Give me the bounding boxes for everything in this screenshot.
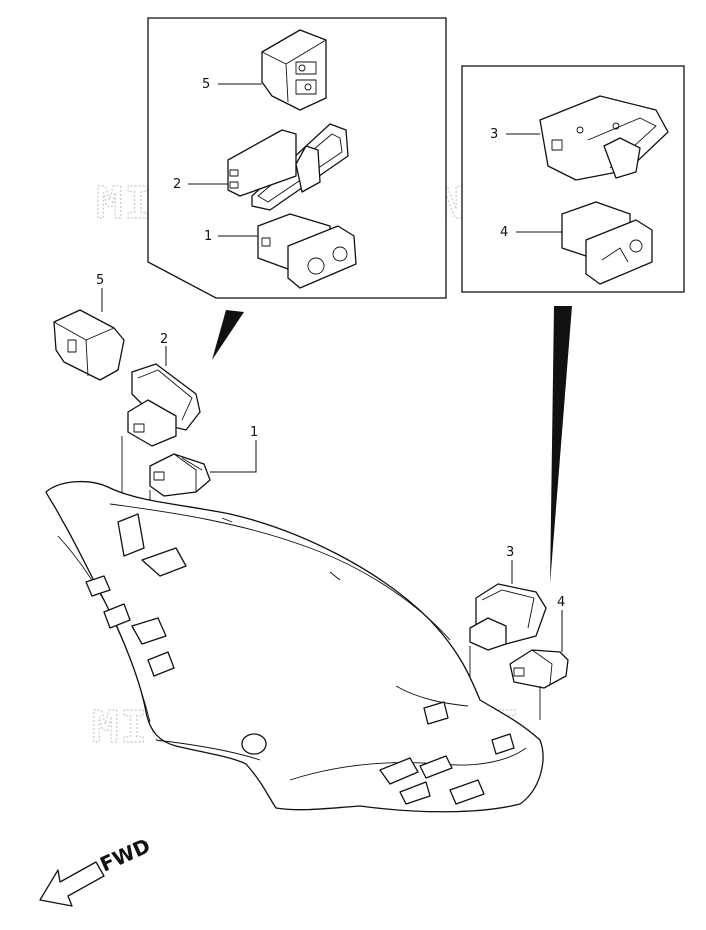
switch-part-2-detail: 2 (173, 123, 349, 211)
fwd-label: FWD (96, 833, 154, 876)
callout-3: 3 (490, 127, 498, 142)
callout-1: 1 (204, 229, 212, 244)
detail-box-left: 5 2 1 (147, 17, 447, 360)
switch-part-3-detail: 3 (490, 95, 669, 181)
switch-part-1-detail: 1 (204, 213, 357, 289)
arrow-left-down-icon (39, 861, 105, 907)
switch-part-5-detail: 5 (202, 29, 327, 111)
handlebar-cover (45, 480, 544, 813)
pointer-right (550, 306, 572, 584)
callout-main-1: 1 (250, 425, 258, 440)
callout-main-2: 2 (160, 332, 168, 347)
callout-main-3: 3 (506, 545, 514, 560)
callout-main-5: 5 (96, 273, 104, 288)
callout-main-4: 4 (557, 595, 565, 610)
callout-2: 2 (173, 177, 181, 192)
exploded-switches-right: 3 4 (469, 545, 569, 720)
switch-part-4-detail: 4 (500, 201, 653, 285)
detail-box-right: 3 4 (461, 65, 685, 584)
exploded-switches-left: 5 2 1 (53, 273, 258, 506)
callout-5: 5 (202, 77, 210, 92)
pointer-left (212, 310, 244, 360)
forward-direction-indicator: FWD (39, 833, 154, 907)
callout-4: 4 (500, 225, 508, 240)
